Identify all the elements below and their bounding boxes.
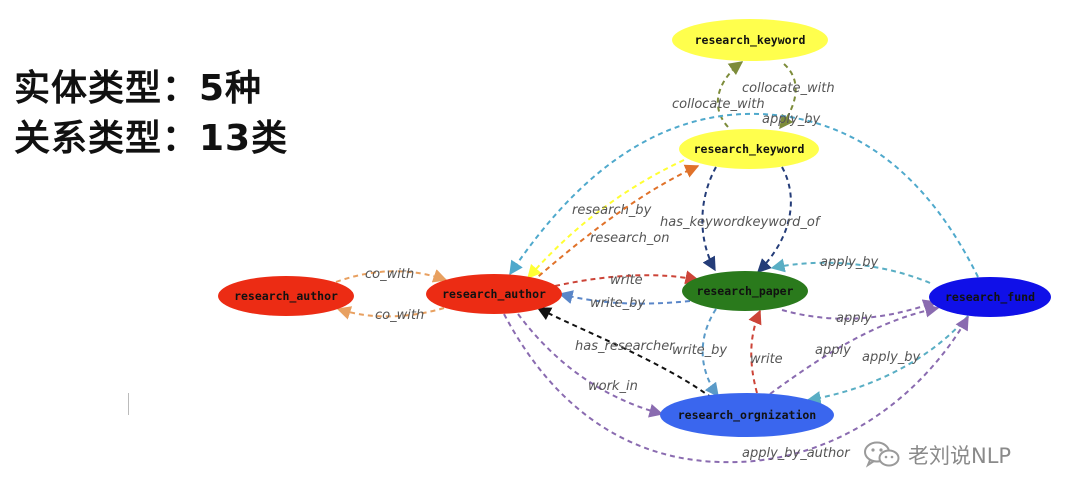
edge-write <box>748 309 762 394</box>
edge-label-co-with: co_with <box>365 267 414 282</box>
node-research-fund[interactable]: research_fund <box>929 277 1051 317</box>
edge-co-with <box>336 306 445 320</box>
edge-label-has-keyword: has_keyword <box>660 215 746 230</box>
node-label: research_fund <box>945 290 1035 305</box>
edge-apply-by-author <box>503 313 969 464</box>
edge-apply-by <box>806 315 969 405</box>
edge-work-in <box>517 313 664 418</box>
edge-apply <box>769 303 940 395</box>
edge-label-collocate-with: collocate_with <box>672 97 765 112</box>
node-label: research_keyword <box>694 142 805 157</box>
edge-label-write-by: write_by <box>590 296 645 311</box>
edge-apply-by <box>770 258 931 284</box>
edge-label-apply-by: apply_by <box>862 350 921 365</box>
edge-write <box>554 270 700 287</box>
edge-label-write-by: write_by <box>672 343 727 358</box>
edge-label-apply-by: apply_by <box>762 112 821 127</box>
node-label: research_keyword <box>695 33 806 48</box>
entity-type-count: 实体类型：5种 <box>14 68 263 109</box>
node-research-author[interactable]: research_author <box>426 274 562 314</box>
node-label: research_author <box>234 289 338 304</box>
watermark: 老刘说NLP <box>862 440 1011 470</box>
edge-research-by <box>527 159 685 280</box>
edge-label-has-researcher: has_researcher <box>575 339 676 354</box>
edge-co-with <box>335 269 448 283</box>
edge-label-write: write <box>750 352 783 367</box>
node-shape <box>929 277 1051 317</box>
edge-label-apply-by: apply_by <box>820 255 879 270</box>
node-shape <box>660 393 834 437</box>
edge-label-research-by: research_by <box>572 203 652 218</box>
edge-apply <box>781 299 938 320</box>
node-shape <box>426 274 562 314</box>
edge-write-by <box>558 290 691 305</box>
edge-label-write: write <box>610 273 643 288</box>
edge-write-by <box>701 308 719 398</box>
node-label: research_author <box>442 287 546 302</box>
node-research-keyword[interactable]: research_keyword <box>679 129 819 169</box>
edge-collocate-with <box>779 63 797 130</box>
divider-mark <box>128 393 129 415</box>
watermark-text: 老刘说NLP <box>908 444 1012 468</box>
node-shape <box>682 271 808 311</box>
node-shape <box>679 129 819 169</box>
edge-label-keyword-of: keyword_of <box>745 215 822 230</box>
edge-label-apply: apply <box>836 311 872 326</box>
title-block: 实体类型：5种 关系类型：13类 <box>14 64 288 164</box>
node-research-paper[interactable]: research_paper <box>682 271 808 311</box>
edge-label-research-on: research_on <box>590 231 670 246</box>
node-label: research_paper <box>697 284 794 299</box>
node-research-orgnization[interactable]: research_orgnization <box>660 393 834 437</box>
node-research-author[interactable]: research_author <box>218 276 354 316</box>
node-label: research_orgnization <box>678 408 817 423</box>
edge-keyword-of <box>757 166 792 273</box>
edge-label-co-with: co_with <box>375 308 424 323</box>
node-shape <box>218 276 354 316</box>
relation-type-count: 关系类型：13类 <box>14 118 289 159</box>
edge-has-keyword <box>701 166 717 272</box>
edge-research-on <box>531 164 700 283</box>
node-research-keyword[interactable]: research_keyword <box>672 19 828 61</box>
edge-label-collocate-with: collocate_with <box>742 81 835 96</box>
node-shape <box>672 19 828 61</box>
edge-label-apply: apply <box>815 343 851 358</box>
edge-label-apply-by-author: apply_by_author <box>742 446 851 461</box>
wechat-icon <box>864 441 900 468</box>
edge-collocate-with <box>716 61 744 128</box>
edge-label-work-in: work_in <box>588 379 638 394</box>
